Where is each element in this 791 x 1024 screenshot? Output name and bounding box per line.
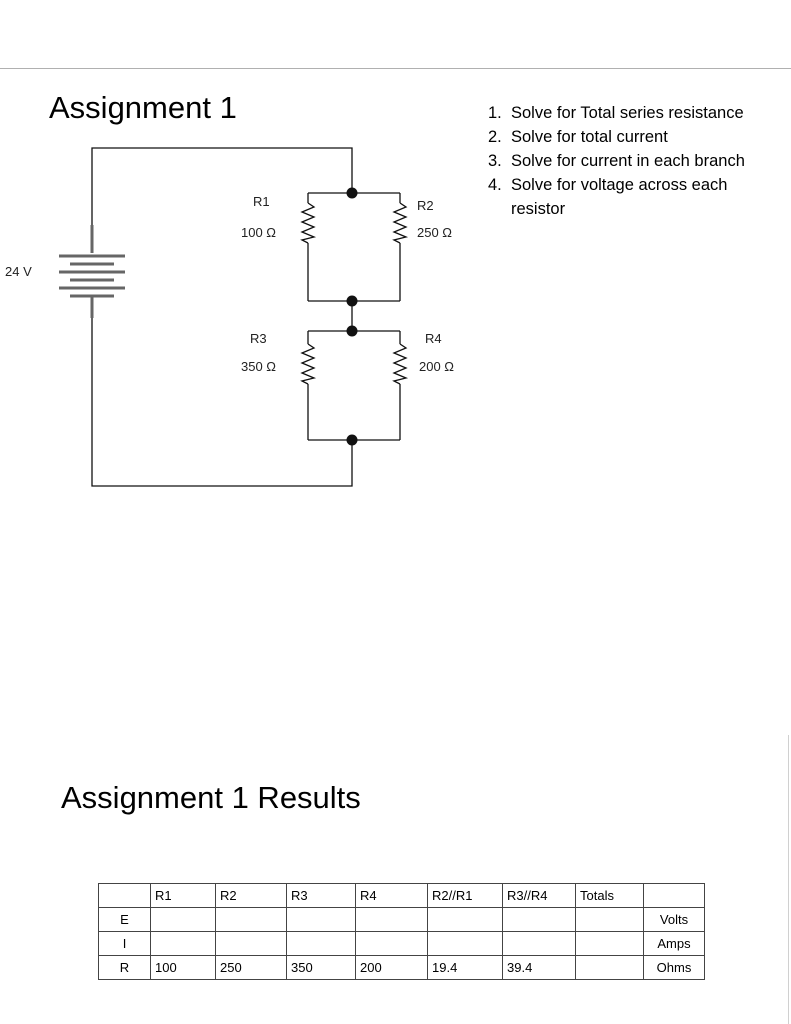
source-voltage-label: 24 V [5,264,32,279]
table-cell: 350 [286,955,356,980]
row-label: R [98,955,151,980]
resistor-r3-symbol [300,343,317,385]
unit-cell: Volts [643,907,705,932]
task-number: 1. [488,104,502,122]
header-cell [98,883,151,908]
header-cell: Totals [575,883,644,908]
table-row: E Volts [98,907,705,932]
task-number: 4. [488,176,502,194]
wire-bottom [91,318,353,487]
battery-symbol [59,225,125,318]
junction-dot [346,325,358,337]
table-cell [286,931,356,956]
row-label: E [98,907,151,932]
table-row: R 100 250 350 200 19.4 39.4 Ohms [98,955,705,980]
task-text: Solve for voltage across each resistor [511,176,728,218]
junction-dot [346,187,358,199]
header-cell: R2//R1 [427,883,503,908]
circuit-diagram: 24 V R1 100 Ω R2 250 Ω R3 350 Ω R4 200 Ω [5,147,454,487]
table-cell: 39.4 [502,955,576,980]
table-cell [215,907,287,932]
task-item: 1. Solve for Total series resistance [488,101,773,125]
row-label: I [98,931,151,956]
table-cell [355,907,428,932]
table-cell: 100 [150,955,216,980]
table-cell: 19.4 [427,955,503,980]
page-title: Assignment 1 [49,90,237,125]
header-cell: R1 [150,883,216,908]
header-cell: R4 [355,883,428,908]
header-cell [643,883,705,908]
resistor-r3-value: 350 Ω [241,359,276,374]
table-cell [355,931,428,956]
task-text: Solve for total current [511,128,668,146]
resistor-r4-value: 200 Ω [419,359,454,374]
junction-dot [346,295,358,307]
task-item: 3. Solve for current in each branch [488,149,773,173]
table-cell [502,931,576,956]
table-header-row: R1 R2 R3 R4 R2//R1 R3//R4 Totals [98,883,705,908]
resistor-r1-name: R1 [253,194,270,209]
task-number: 2. [488,128,502,146]
header-cell: R3//R4 [502,883,576,908]
table-cell [575,955,644,980]
junction-dot [346,434,358,446]
top-divider [0,68,791,69]
task-item: 2. Solve for total current [488,125,773,149]
table-cell: 250 [215,955,287,980]
table-cell [427,907,503,932]
resistor-r3-name: R3 [250,331,267,346]
table-cell [575,907,644,932]
unit-cell: Ohms [643,955,705,980]
unit-cell: Amps [643,931,705,956]
resistor-r4-symbol [392,343,409,385]
resistor-r2-symbol [392,202,409,244]
resistor-r1-symbol [300,202,317,244]
task-text: Solve for current in each branch [511,152,745,170]
edge-divider [788,735,789,1024]
results-title: Assignment 1 Results [61,780,361,815]
table-row: I Amps [98,931,705,956]
table-cell: 200 [355,955,428,980]
table-cell [150,931,216,956]
table-cell [427,931,503,956]
task-list: 1. Solve for Total series resistance 2. So… [488,101,773,221]
results-table: R1 R2 R3 R4 R2//R1 R3//R4 Totals E Volts… [98,883,705,980]
table-cell [575,931,644,956]
table-cell [150,907,216,932]
table-cell [286,907,356,932]
header-cell: R3 [286,883,356,908]
resistor-r4-name: R4 [425,331,442,346]
resistor-r2-name: R2 [417,198,434,213]
table-cell [502,907,576,932]
resistor-r2-value: 250 Ω [417,225,452,240]
task-number: 3. [488,152,502,170]
task-text: Solve for Total series resistance [511,104,744,122]
header-cell: R2 [215,883,287,908]
resistor-r1-value: 100 Ω [241,225,276,240]
task-item: 4. Solve for voltage across each resistor [488,173,773,221]
table-cell [215,931,287,956]
wire-top [91,147,353,225]
